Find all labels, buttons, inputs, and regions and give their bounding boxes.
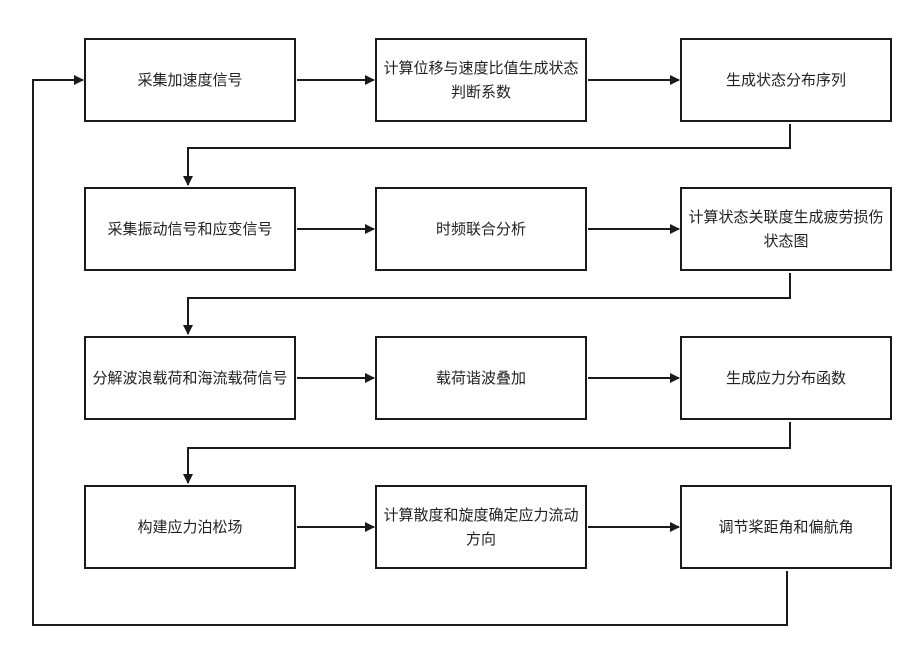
step-stress-distribution: 生成应力分布函数 [680,336,892,420]
step-adjust-pitch-yaw: 调节桨距角和偏航角 [680,485,892,569]
step-compute-state-coefficient: 计算位移与速度比值生成状态判断系数 [375,38,587,122]
step-decompose-loads: 分解波浪载荷和海流载荷信号 [84,336,296,420]
connector-row3-to-row4 [188,422,790,483]
step-harmonic-superposition: 载荷谐波叠加 [375,336,587,420]
step-time-frequency-analysis: 时频联合分析 [375,187,587,271]
connector-row1-to-row2 [188,124,790,185]
step-state-sequence: 生成状态分布序列 [680,38,892,122]
step-collect-vibration-strain: 采集振动信号和应变信号 [84,187,296,271]
step-collect-acceleration: 采集加速度信号 [84,38,296,122]
connector-row2-to-row3 [188,273,790,334]
step-divergence-curl: 计算散度和旋度确定应力流动方向 [375,485,587,569]
step-stress-poisson-field: 构建应力泊松场 [84,485,296,569]
step-fatigue-damage-map: 计算状态关联度生成疲劳损伤状态图 [680,187,892,271]
